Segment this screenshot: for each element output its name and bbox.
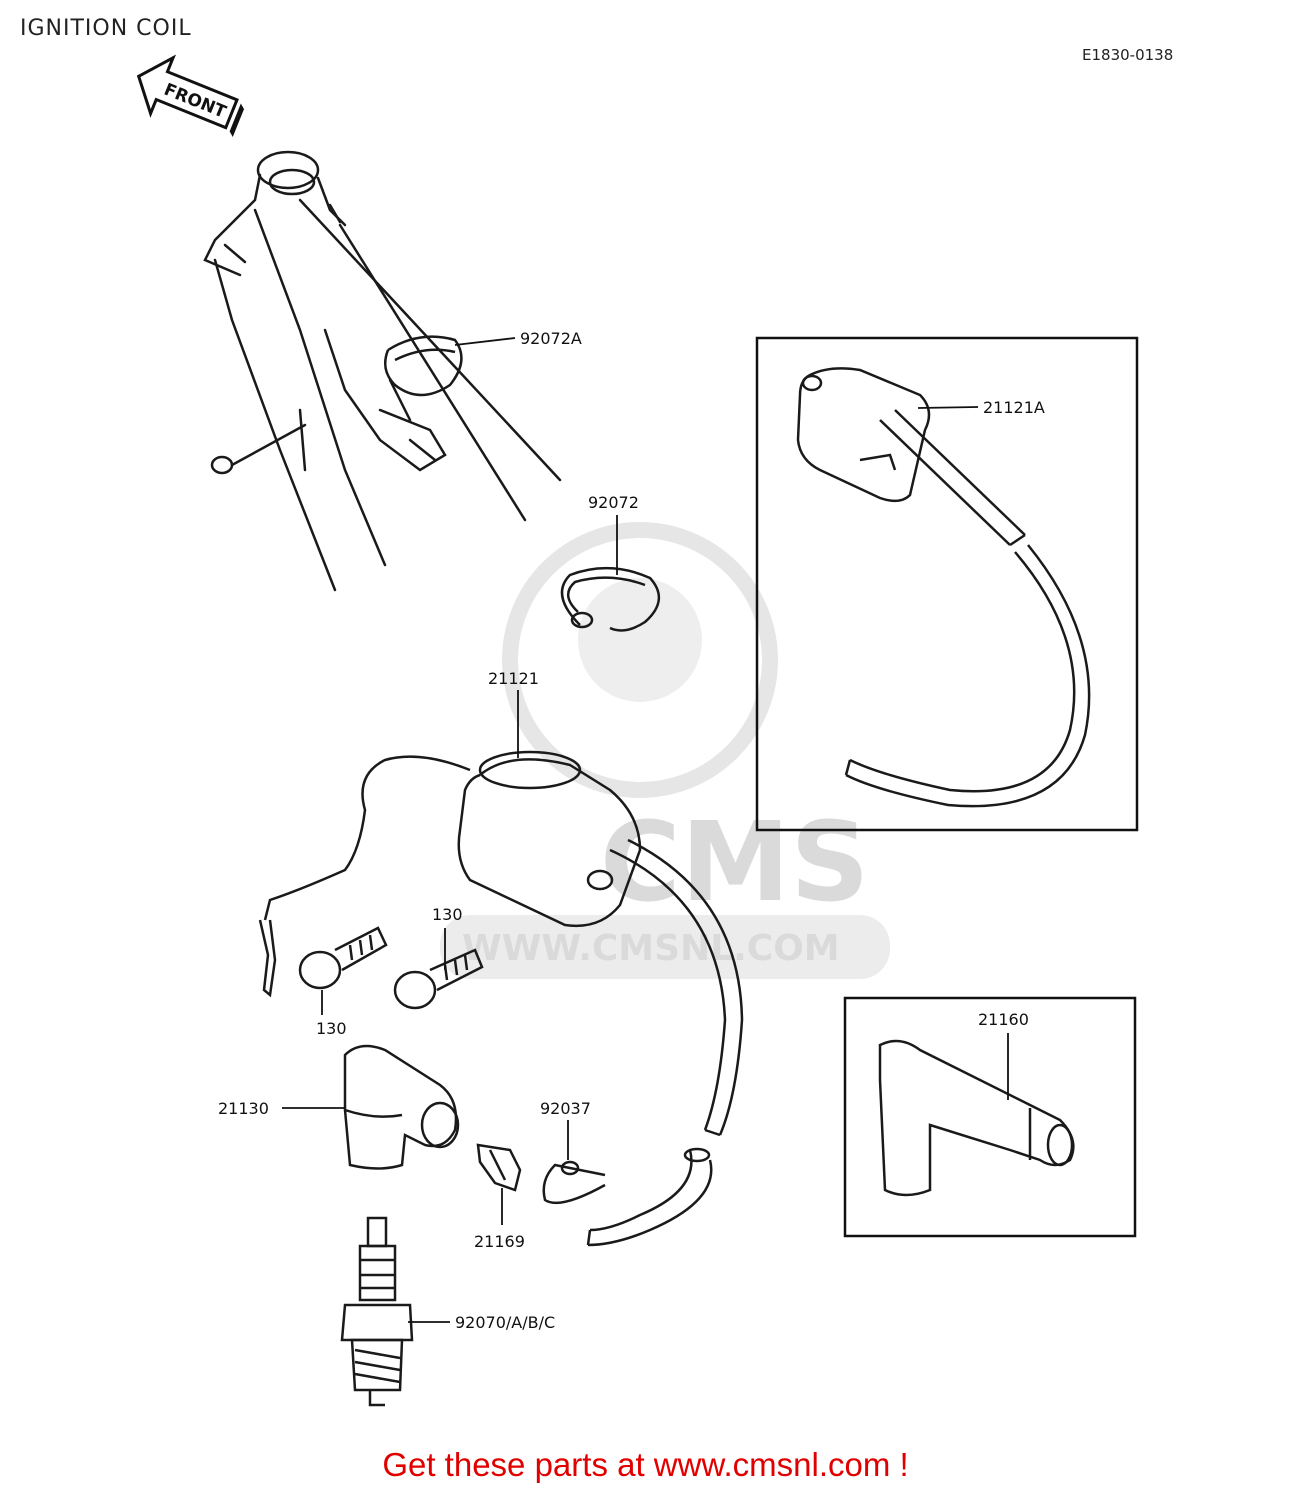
inset-box-21160: [843, 996, 1137, 1238]
part-labels: 92072A 21121A 92072 21121 130 130 21160 …: [218, 329, 1045, 1332]
part-label: 92037: [540, 1099, 591, 1118]
frame-illustration: [203, 150, 562, 592]
clamp-92072: [560, 567, 660, 632]
part-label: 21160: [978, 1010, 1029, 1029]
part-label: 21169: [474, 1232, 525, 1251]
part-label: 21130: [218, 1099, 269, 1118]
footer-cta-link[interactable]: Get these parts at www.cmsnl.com !: [382, 1446, 909, 1483]
coil-21121: [258, 750, 744, 1137]
part-label: 92070/A/B/C: [455, 1313, 555, 1332]
cable-end: [586, 1147, 713, 1247]
coil-21121a: [796, 367, 1091, 808]
part-label: 130: [316, 1019, 347, 1038]
page-title: IGNITION COIL: [20, 16, 192, 41]
leader-lines: [282, 337, 1009, 1323]
watermark-brand: CMS: [600, 798, 869, 926]
watermark-url: WWW.CMSNL.COM: [462, 928, 840, 969]
part-label: 92072A: [520, 329, 582, 348]
plug-cap-21160: [878, 1039, 1075, 1197]
front-arrow-icon: FRONT: [136, 54, 245, 137]
terminal-21169: [476, 1143, 522, 1192]
part-label: 130: [432, 905, 463, 924]
part-label: 21121: [488, 669, 539, 688]
watermark: CMS WWW.CMSNL.COM: [440, 522, 890, 979]
bolt-130-right: [393, 948, 484, 1010]
inset-box-21121a: [755, 336, 1139, 832]
plug-cap-21130: [343, 1044, 460, 1170]
part-label: 21121A: [983, 398, 1045, 417]
diagram-code: E1830-0138: [1082, 46, 1174, 64]
spark-plug-92070: [340, 1216, 414, 1407]
part-label: 92072: [588, 493, 639, 512]
clip-92037: [542, 1160, 606, 1205]
bolt-130-left: [298, 926, 388, 990]
clamp-92072a: [383, 335, 463, 397]
